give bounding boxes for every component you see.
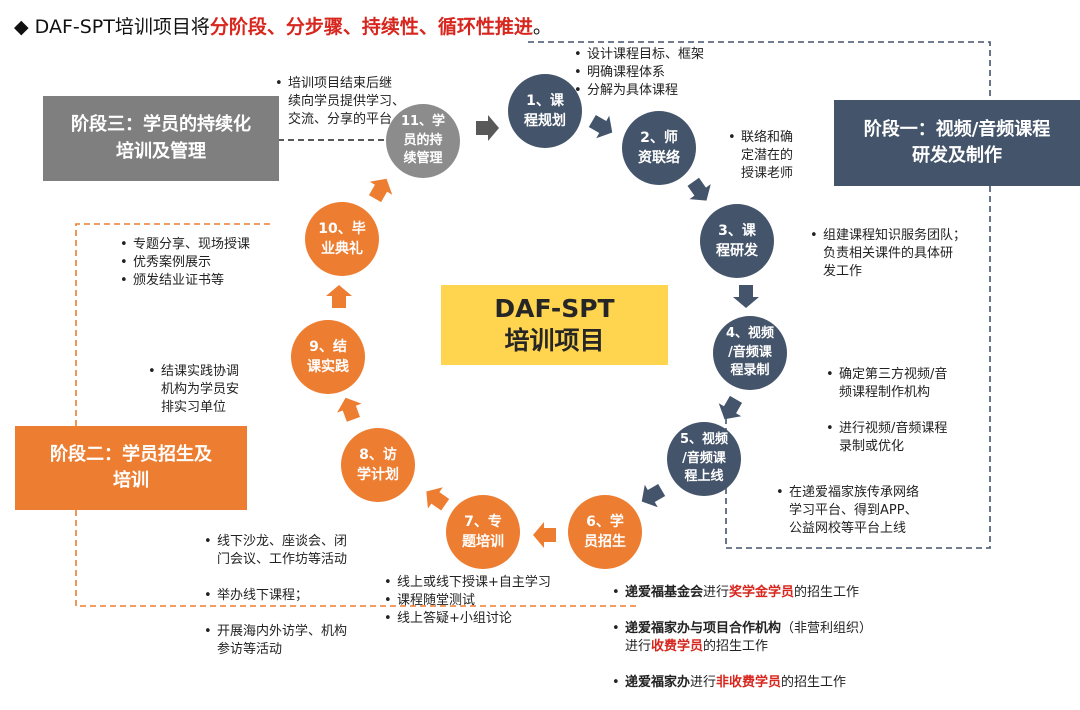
note-item: 联络和确 定潜在的 授课老师 — [728, 129, 793, 183]
flow-arrow-4-5 — [718, 395, 743, 420]
headline-suffix: 。 — [532, 16, 552, 38]
recruit-org: 递爱福基金会 — [625, 584, 704, 600]
step-10-label: 10、毕 业典礼 — [318, 220, 366, 257]
step-8-label: 8、访 学计划 — [357, 446, 399, 483]
step-1-circle: 1、课 程规划 — [508, 74, 582, 148]
recruit-item: 递爱福家办进行非收费学员的招生工作 — [612, 674, 872, 692]
recruit-highlight: 奖学金学员 — [729, 584, 795, 600]
note-item: 课程随堂测试 — [384, 592, 551, 610]
recruit-mid: 进行 — [690, 674, 717, 690]
note-item: 优秀案例展示 — [120, 254, 250, 272]
recruit-end: 的招生工作 — [794, 584, 860, 600]
notes-step-1: 设计课程目标、框架 明确课程体系 分解为具体课程 — [574, 46, 704, 100]
step-9-circle: 9、结 课实践 — [291, 320, 365, 394]
stage-three-box: 阶段三：学员的持续化 培训及管理 — [43, 96, 279, 181]
note-item: 线上答疑+小组讨论 — [384, 610, 551, 628]
note-item: 设计课程目标、框架 — [574, 46, 704, 64]
stage-two-boundary-lower — [75, 510, 640, 607]
headline-highlight: 分阶段、分步骤、持续性、循环性推进 — [209, 16, 533, 38]
note-item: 确定第三方视频/音 频课程制作机构 — [826, 366, 947, 402]
recruit-end: 的招生工作 — [703, 638, 769, 654]
recruit-item: 递爱福基金会进行奖学金学员的招生工作 — [612, 584, 872, 602]
flow-arrow-1-2 — [588, 114, 613, 139]
flow-arrow-3-4 — [733, 285, 759, 308]
note-item: 颁发结业证书等 — [120, 272, 250, 290]
step-7-circle: 7、专 题培训 — [446, 495, 520, 569]
headline-prefix: ◆ DAF-SPT培训项目将 — [14, 16, 210, 38]
step-8-circle: 8、访 学计划 — [341, 428, 415, 502]
flow-arrow-11-1 — [476, 115, 499, 141]
notes-step-11: 培训项目结束后继 续向学员提供学习、 交流、分享的平台 — [275, 57, 405, 147]
note-item: 进行视频/音频课程 录制或优化 — [826, 420, 947, 456]
flow-arrow-10-11 — [368, 178, 393, 203]
step-4-circle: 4、视频 /音频课 程录制 — [713, 316, 787, 390]
note-item: 专题分享、现场授课 — [120, 236, 250, 254]
recruit-highlight: 收费学员 — [651, 638, 704, 654]
notes-step-3: 组建课程知识服务团队； 负责相关课件的具体研 发工作 — [810, 209, 966, 299]
notes-step-4: 确定第三方视频/音 频课程制作机构 进行视频/音频课程 录制或优化 — [826, 348, 947, 474]
flow-arrow-5-6 — [641, 483, 666, 508]
flow-arrow-6-7 — [533, 522, 556, 548]
notes-step-8: 线下沙龙、座谈会、闭 门会议、工作坊等活动 举办线下课程； 开展海内外访学、机构… — [204, 515, 347, 676]
step-10-circle: 10、毕 业典礼 — [305, 202, 379, 276]
step-5-circle: 5、视频 /音频课 程上线 — [667, 422, 741, 496]
note-item: 举办线下课程； — [204, 587, 347, 605]
step-2-label: 2、师 资联络 — [638, 129, 680, 166]
step-2-circle: 2、师 资联络 — [622, 111, 696, 185]
step-9-label: 9、结 课实践 — [307, 338, 349, 375]
stage-boundaries — [75, 41, 991, 607]
note-item: 组建课程知识服务团队； 负责相关课件的具体研 发工作 — [810, 227, 966, 281]
notes-step-9: 结课实践协调 机构为学员安 排实习单位 — [148, 345, 239, 435]
notes-step-7: 线上或线下授课+自主学习 课程随堂测试 线上答疑+小组讨论 — [384, 574, 551, 628]
step-11-label: 11、学 员的持 续管理 — [400, 113, 446, 167]
step-1-label: 1、课 程规划 — [524, 92, 566, 129]
note-item: 明确课程体系 — [574, 64, 704, 82]
recruit-highlight: 非收费学员 — [716, 674, 782, 690]
note-item: 分解为具体课程 — [574, 82, 704, 100]
notes-step-6: 递爱福基金会进行奖学金学员的招生工作 递爱福家办与项目合作机构（非营利组织） 进… — [612, 566, 872, 710]
center-title: DAF-SPT 培训项目 — [441, 285, 668, 365]
step-5-label: 5、视频 /音频课 程上线 — [679, 431, 729, 485]
stage-two-box: 阶段二：学员招生及 培训 — [15, 426, 247, 510]
flow-arrow-7-8 — [426, 487, 450, 511]
recruit-org: 递爱福家办 — [625, 674, 691, 690]
notes-step-10: 专题分享、现场授课 优秀案例展示 颁发结业证书等 — [120, 236, 250, 290]
recruit-item: 递爱福家办与项目合作机构（非营利组织） 进行收费学员的招生工作 — [612, 620, 872, 656]
note-item: 结课实践协调 机构为学员安 排实习单位 — [148, 363, 239, 417]
headline: ◆ DAF-SPT培训项目将分阶段、分步骤、持续性、循环性推进。 — [14, 12, 552, 39]
note-item: 线上或线下授课+自主学习 — [384, 574, 551, 592]
note-item: 开展海内外访学、机构 参访等活动 — [204, 623, 347, 659]
step-3-circle: 3、课 程研发 — [700, 204, 774, 278]
step-6-label: 6、学 员招生 — [584, 513, 626, 550]
note-item: 培训项目结束后继 续向学员提供学习、 交流、分享的平台 — [275, 75, 405, 129]
flow-arrow-2-3 — [687, 177, 711, 201]
stage-two-boundary — [75, 223, 270, 428]
flow-arrow-8-9 — [337, 397, 362, 422]
stage-one-boundary — [528, 41, 991, 100]
note-item: 在递爱福家族传承网络 学习平台、得到APP、 公益网校等平台上线 — [776, 484, 919, 538]
flow-arrow-9-10 — [326, 285, 352, 308]
stage-one-box: 阶段一：视频/音频课程 研发及制作 — [834, 100, 1080, 186]
notes-step-5: 在递爱福家族传承网络 学习平台、得到APP、 公益网校等平台上线 — [776, 466, 919, 556]
notes-step-2: 联络和确 定潜在的 授课老师 — [728, 111, 793, 201]
step-3-label: 3、课 程研发 — [716, 222, 758, 259]
recruit-mid: 进行 — [703, 584, 730, 600]
note-item: 线下沙龙、座谈会、闭 门会议、工作坊等活动 — [204, 533, 347, 569]
step-6-circle: 6、学 员招生 — [568, 495, 642, 569]
recruit-org: 递爱福家办与项目合作机构 — [625, 620, 782, 636]
recruit-end: 的招生工作 — [781, 674, 847, 690]
step-4-label: 4、视频 /音频课 程录制 — [725, 325, 775, 379]
step-7-label: 7、专 题培训 — [462, 513, 504, 550]
